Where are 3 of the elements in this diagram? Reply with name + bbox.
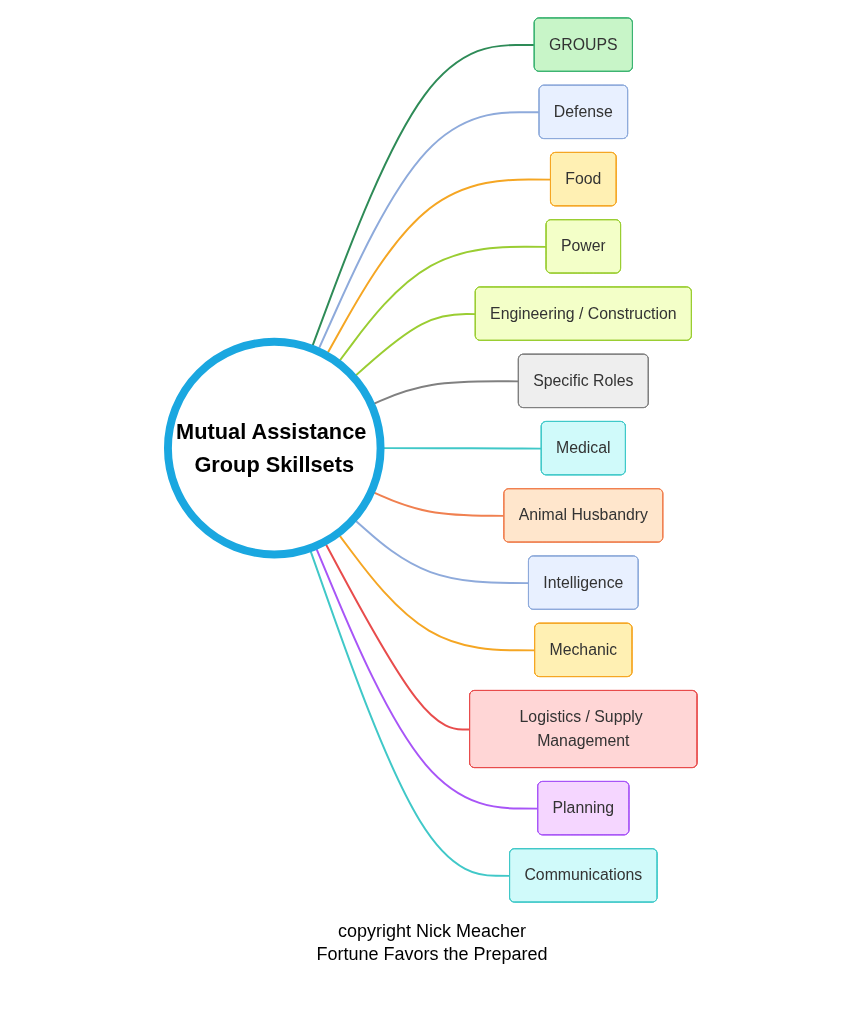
- note-text: copyright Nick Meacher: [336, 920, 528, 943]
- node-circle: Mutual Assistance Group Skillsets: [163, 337, 385, 559]
- note-text: Fortune Favors the Prepared: [315, 943, 549, 967]
